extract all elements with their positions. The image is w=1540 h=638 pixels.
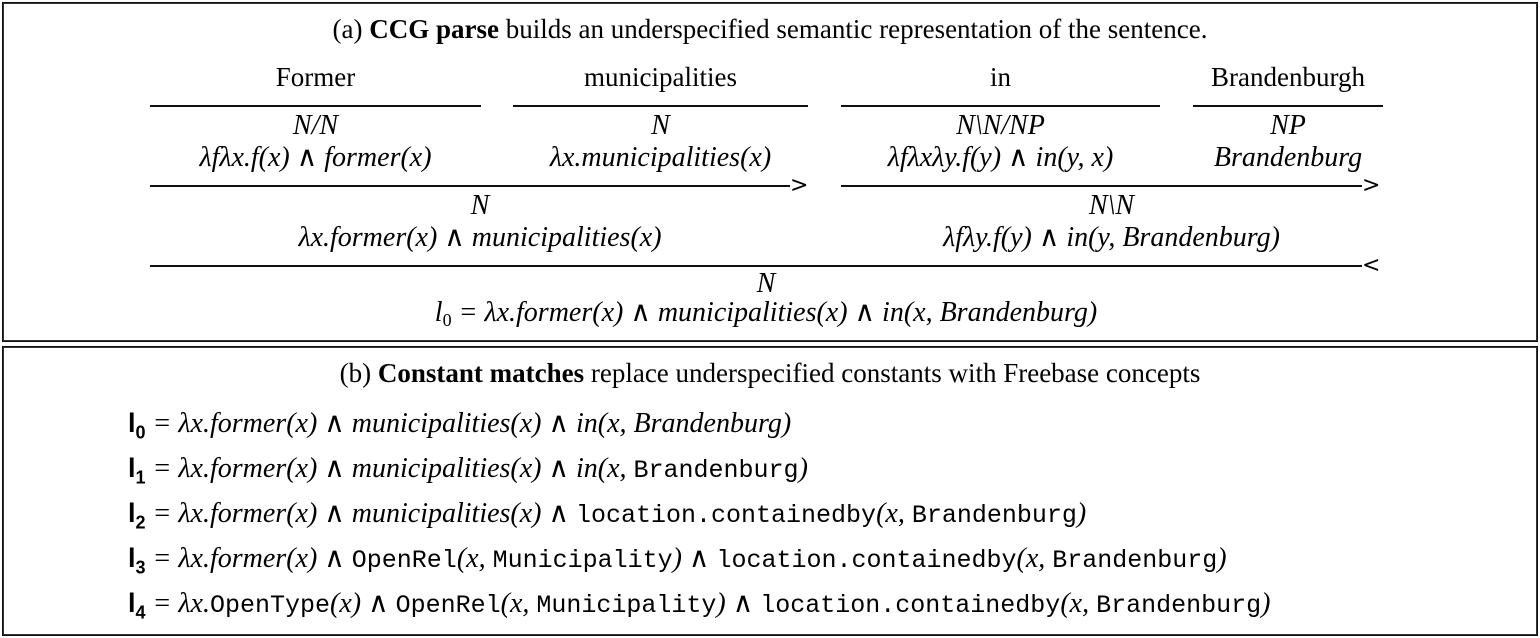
freebase-constant: OpenRel [395,591,501,620]
panel-a-ccg-parse: (a) CCG parse builds an underspecified s… [2,2,1538,342]
logical-expression: ) [781,408,792,439]
caption-prefix: (b) [339,358,378,388]
logical-form-label: l4 [128,588,146,623]
lexical-line-brandenburgh [1193,105,1383,107]
freebase-constant: location.containedby [716,546,1017,575]
freebase-constant: Brandenburg [1096,591,1262,620]
logical-expression: ) [1217,543,1227,574]
category-in: N\N/NP [956,110,1045,141]
lf-semantics: = λx.former(x) ∧ municipalities(x) ∧ in(… [451,297,1098,328]
lexical-line-municipalities [513,105,808,107]
step2-semantics-right: λfλy.f(y) ∧ in(y, Brandenburg) [943,222,1280,253]
logical-form-label: l3 [128,543,146,578]
logical-expression: ) ∧ [672,543,717,574]
panel-a-caption: (a) CCG parse builds an underspecified s… [4,14,1536,45]
forward-application-line-left [150,185,790,187]
forward-application-line-right [841,185,1362,187]
lf-label-subscript: 0 [442,310,452,330]
step2-category-right: N\N [1088,190,1135,221]
word-brandenburgh: Brandenburgh [1211,62,1365,92]
logical-form-label: l0 [128,408,146,443]
logical-expression: ) [1076,498,1087,529]
word-in: in [989,62,1011,92]
logical-expression: = λx.former(x) ∧ [145,543,352,574]
logical-form-row: l1 = λx.former(x) ∧ municipalities(x) ∧ … [128,452,808,493]
freebase-constant: location.containedby [760,591,1061,620]
category-municipalities: N [651,110,670,141]
freebase-constant: Brandenburg [911,501,1077,530]
logical-expression: (x, [456,543,493,574]
backward-rule-marker: < [1362,253,1381,278]
word-former: Former [275,62,356,92]
caption-prefix: (a) [332,14,370,44]
freebase-constant: Municipality [536,591,717,620]
caption-rest: builds an underspecified semantic repres… [498,14,1208,44]
forward-rule-marker-right: > [1362,173,1381,198]
freebase-constant: Municipality [492,546,673,575]
freebase-constant: Brandenburg [633,456,799,485]
logical-form-row: l4 = λx.OpenType(x) ∧ OpenRel(x, Municip… [128,587,1270,628]
panel-b-caption: (b) Constant matches replace underspecif… [4,358,1536,389]
lexical-line-former [150,105,481,107]
lexical-line-in [841,105,1160,107]
logical-expression: (x) ∧ [330,588,396,619]
forward-rule-marker-left: > [790,173,809,198]
step3-logical-form: l0 = λx.former(x) ∧ municipalities(x) ∧ … [150,298,1382,335]
logical-expression: = λx.former(x) ∧ municipalities(x) ∧ [145,498,576,529]
logical-form-row: l0 = λx.former(x) ∧ municipalities(x) ∧ … [128,407,791,448]
logical-expression: ) [798,453,808,484]
step2-semantics-left: λx.former(x) ∧ municipalities(x) [298,222,662,253]
logical-form-row: l3 = λx.former(x) ∧ OpenRel(x, Municipal… [128,542,1227,583]
caption-bold: CCG parse [369,14,499,44]
semantics-brandenburgh: Brandenburg [1213,142,1363,173]
category-brandenburgh: NP [1270,110,1306,141]
step2-category-left: N [470,190,490,221]
step3-category: N [756,268,776,299]
freebase-constant: OpenType [209,591,331,620]
semantics-in: λfλxλy.f(y) ∧ in(y, x) [887,142,1114,173]
panel-b-constant-matches: (b) Constant matches replace underspecif… [2,346,1538,636]
semantics-former: λfλx.f(x) ∧ former(x) [199,142,432,173]
logical-expression: (x, [1060,588,1097,619]
category-former: N/N [292,110,339,141]
logical-expression: Brandenburg [633,408,782,439]
freebase-constant: Brandenburg [1052,546,1218,575]
caption-bold: Constant matches [377,358,585,388]
logical-expression: = λx. [145,588,210,619]
logical-expression: ) [1261,588,1271,619]
lf-label: l [434,297,443,328]
semantics-municipalities: λx.municipalities(x) [549,142,772,173]
freebase-constant: location.containedby [576,501,877,530]
logical-form-row: l2 = λx.former(x) ∧ municipalities(x) ∧ … [128,497,1086,538]
backward-application-line [150,265,1362,267]
word-municipalities: municipalities [584,62,737,92]
logical-expression: (x, [500,588,537,619]
logical-expression: (x, [1016,543,1053,574]
logical-expression: = λx.former(x) ∧ municipalities(x) ∧ in(… [145,408,634,439]
logical-form-label: l2 [128,498,146,533]
logical-form-label: l1 [128,453,146,488]
freebase-constant: OpenRel [351,546,457,575]
logical-expression: (x, [876,498,912,529]
logical-expression: ) ∧ [716,588,761,619]
caption-rest: replace underspecified constants with Fr… [584,358,1201,388]
logical-expression: = λx.former(x) ∧ municipalities(x) ∧ in(… [145,453,634,484]
